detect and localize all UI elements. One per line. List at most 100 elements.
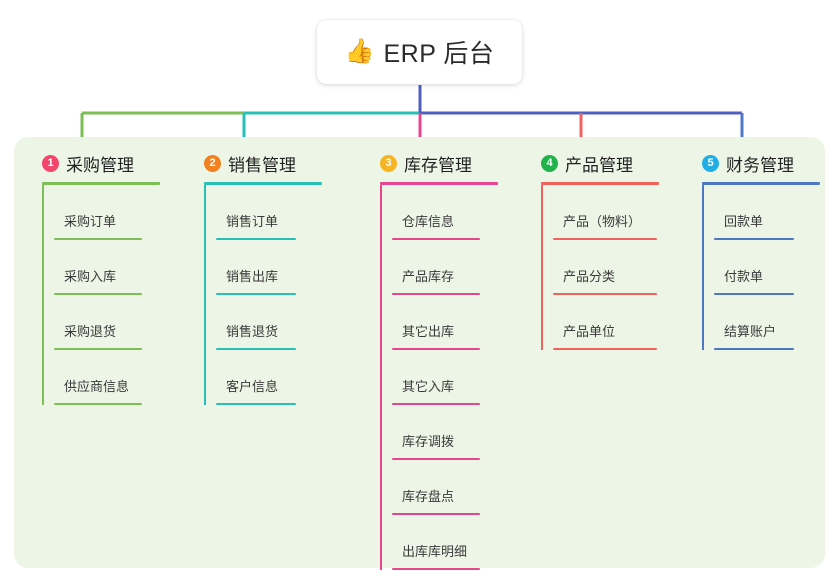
- branch-spine: [380, 185, 382, 570]
- branch-item-rule: [392, 348, 480, 350]
- branch-items: 销售订单销售出库销售退货客户信息: [192, 185, 322, 405]
- branch-item[interactable]: 客户信息: [204, 350, 322, 405]
- branch-item-rule: [714, 238, 794, 240]
- branch-number-badge: 5: [702, 154, 719, 172]
- branch-number-badge: 1: [42, 154, 59, 172]
- branch-header-3[interactable]: 3 库存管理: [368, 146, 498, 180]
- branch-item-label: 销售出库: [226, 269, 279, 284]
- branch-item[interactable]: 销售出库: [204, 240, 322, 295]
- branch-item[interactable]: 出库库明细: [380, 515, 498, 570]
- branch-header-rule: [42, 182, 160, 185]
- branch-header-5[interactable]: 5 财务管理: [690, 146, 820, 180]
- branch-item-rule: [392, 293, 480, 295]
- branch-title: 销售管理: [228, 155, 296, 175]
- branch-column-4: 4 产品管理产品（物料） 产品分类产品单位: [529, 146, 659, 350]
- thumbs-up-icon: 👍: [344, 38, 375, 65]
- branch-item-rule: [216, 403, 296, 405]
- branch-item-label: 产品分类: [563, 269, 616, 284]
- branch-item-rule: [392, 568, 480, 570]
- branch-header-4[interactable]: 4 产品管理: [529, 146, 659, 180]
- branch-item-rule: [54, 238, 142, 240]
- branch-item-rule: [54, 348, 142, 350]
- branch-item-label: 销售退货: [226, 324, 279, 339]
- branch-item[interactable]: 库存调拨: [380, 405, 498, 460]
- branch-item-label: 销售订单: [226, 214, 279, 229]
- branch-header-1[interactable]: 1 采购管理: [30, 146, 160, 180]
- branch-item-rule: [553, 293, 657, 295]
- branch-item-label: 结算账户: [724, 324, 777, 339]
- branch-item[interactable]: 回款单: [702, 185, 820, 240]
- branch-item-label: 产品单位: [563, 324, 616, 339]
- branch-item-label: 其它出库: [402, 324, 455, 339]
- branch-item[interactable]: 库存盘点: [380, 460, 498, 515]
- branch-header-rule: [380, 182, 498, 185]
- branch-item[interactable]: 供应商信息: [42, 350, 160, 405]
- branch-spine: [702, 185, 704, 350]
- branch-item-rule: [216, 348, 296, 350]
- branch-item-rule: [553, 348, 657, 350]
- branch-item-label: 付款单: [724, 269, 764, 284]
- branch-item[interactable]: 其它入库: [380, 350, 498, 405]
- branch-spine: [541, 185, 543, 350]
- branch-number-badge: 3: [380, 154, 397, 172]
- branch-number-badge: 2: [204, 154, 221, 172]
- branch-items: 采购订单采购入库采购退货供应商信息: [30, 185, 160, 405]
- branch-item-label: 供应商信息: [64, 379, 130, 394]
- branch-item-label: 采购退货: [64, 324, 117, 339]
- branch-item[interactable]: 销售订单: [204, 185, 322, 240]
- branch-number-badge: 4: [541, 154, 558, 172]
- branch-title: 产品管理: [565, 155, 633, 175]
- branch-item[interactable]: 采购入库: [42, 240, 160, 295]
- branch-item[interactable]: 产品单位: [541, 295, 659, 350]
- branch-title: 采购管理: [66, 155, 134, 175]
- branch-item[interactable]: 付款单: [702, 240, 820, 295]
- branch-item[interactable]: 产品分类: [541, 240, 659, 295]
- branch-item-label: 产品（物料）: [563, 214, 642, 229]
- branch-item-rule: [714, 348, 794, 350]
- branch-title: 库存管理: [404, 155, 472, 175]
- branch-item-rule: [714, 293, 794, 295]
- branch-item[interactable]: 其它出库: [380, 295, 498, 350]
- branch-item[interactable]: 仓库信息: [380, 185, 498, 240]
- branch-item-label: 采购入库: [64, 269, 117, 284]
- branch-item[interactable]: 产品（物料）: [541, 185, 659, 240]
- branch-item[interactable]: 结算账户: [702, 295, 820, 350]
- branch-spine: [204, 185, 206, 405]
- branch-item-label: 出库库明细: [402, 544, 468, 559]
- branch-item-rule: [392, 403, 480, 405]
- branch-item-rule: [392, 458, 480, 460]
- root-node[interactable]: 👍 ERP 后台: [317, 20, 522, 84]
- branch-items: 回款单付款单结算账户: [690, 185, 820, 350]
- branch-title: 财务管理: [726, 155, 794, 175]
- branch-header-rule: [541, 182, 659, 185]
- branch-item-label: 产品库存: [402, 269, 455, 284]
- branch-column-3: 3 库存管理仓库信息产品库存其它出库其它入库库存调拨库存盘点出库库明细: [368, 146, 498, 570]
- branch-item-label: 其它入库: [402, 379, 455, 394]
- branch-header-rule: [204, 182, 322, 185]
- branch-item-rule: [392, 238, 480, 240]
- branch-item[interactable]: 采购订单: [42, 185, 160, 240]
- branch-item-label: 采购订单: [64, 214, 117, 229]
- branch-item[interactable]: 销售退货: [204, 295, 322, 350]
- branch-item-label: 库存调拨: [402, 434, 455, 449]
- branch-item-label: 客户信息: [226, 379, 279, 394]
- root-label: ERP 后台: [383, 40, 495, 68]
- branch-item-rule: [54, 293, 142, 295]
- branch-item-label: 仓库信息: [402, 214, 455, 229]
- branch-item[interactable]: 采购退货: [42, 295, 160, 350]
- branch-header-rule: [702, 182, 820, 185]
- branch-item-label: 库存盘点: [402, 489, 455, 504]
- branch-items: 产品（物料） 产品分类产品单位: [529, 185, 659, 350]
- branch-item-rule: [54, 403, 142, 405]
- branch-header-2[interactable]: 2 销售管理: [192, 146, 322, 180]
- branch-item-rule: [216, 293, 296, 295]
- branch-item-rule: [553, 238, 657, 240]
- branch-item[interactable]: 产品库存: [380, 240, 498, 295]
- branch-column-5: 5 财务管理回款单付款单结算账户: [690, 146, 820, 350]
- branch-column-2: 2 销售管理销售订单销售出库销售退货客户信息: [192, 146, 322, 405]
- branch-column-1: 1 采购管理采购订单采购入库采购退货供应商信息: [30, 146, 160, 405]
- branch-items: 仓库信息产品库存其它出库其它入库库存调拨库存盘点出库库明细: [368, 185, 498, 570]
- branch-item-label: 回款单: [724, 214, 764, 229]
- branch-item-rule: [392, 513, 480, 515]
